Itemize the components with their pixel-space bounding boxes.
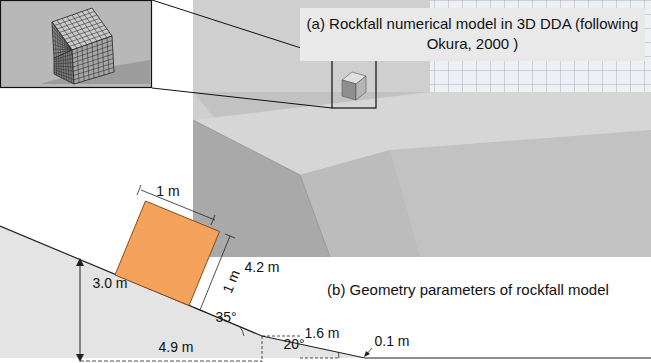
dimension-label: 0.1 m <box>374 334 409 349</box>
zoom-frame <box>332 58 376 108</box>
dimension-label: 3.0 m <box>92 276 127 291</box>
angle-label: 35° <box>215 310 236 325</box>
dimension-label: 4.2 m <box>244 260 279 275</box>
slope-face-right <box>300 150 420 257</box>
caption-text: (a) Rockfall numerical model in 3D DDA (… <box>306 14 639 55</box>
floor-plane <box>193 92 651 257</box>
dimension-label: 4.9 m <box>158 340 193 355</box>
dimension-label: 1 m <box>220 268 243 295</box>
inset-cube <box>52 8 114 84</box>
angle-label: 20° <box>283 337 304 352</box>
dimension-label: 1.6 m <box>304 326 339 341</box>
inset-background <box>0 0 152 88</box>
rock-block <box>115 201 220 306</box>
slope-profile <box>0 226 651 358</box>
dimension-label: 1 m <box>156 184 179 199</box>
panel-caption: (b) Geometry parameters of rockfall mode… <box>327 282 609 299</box>
caption-box: (a) Rockfall numerical model in 3D DDA (… <box>300 8 645 61</box>
render-background <box>193 0 651 257</box>
